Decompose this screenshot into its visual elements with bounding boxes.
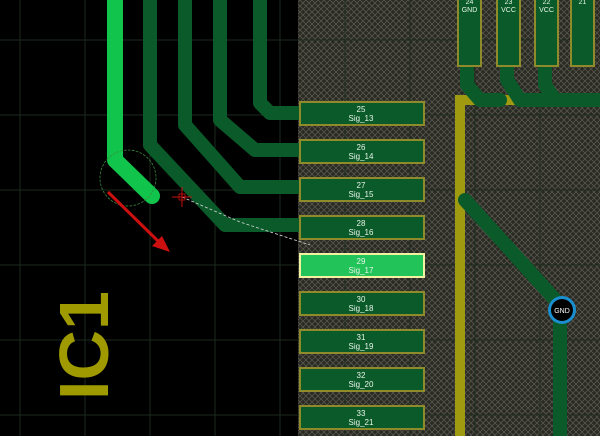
trace-sig-13 [253,0,307,120]
pad-net-label: VCC [539,7,554,14]
trace-sig-16 [143,0,307,232]
pad-net-label: Sig_18 [349,304,374,313]
pad-number: 22 [543,0,551,6]
pad-number: 21 [579,0,587,6]
pad-number: 31 [357,333,366,342]
svg-text:IC1: IC1 [45,291,123,400]
pad-number: 26 [357,143,366,152]
pad-net-label: Sig_17 [349,266,374,275]
silkscreen-designator: IC1 [45,291,123,400]
move-arrow-icon [106,190,170,252]
pad-net-label: Sig_16 [349,228,374,237]
pad-net-label: Sig_13 [349,114,374,123]
pad-number: 32 [357,371,366,380]
pad-net-label: VCC [501,7,516,14]
pad-number: 25 [357,105,366,114]
pad-number: 24 [466,0,474,6]
via-gnd[interactable]: GND [548,296,576,324]
pad-number: 28 [357,219,366,228]
cursor-crosshair [172,187,192,207]
signal-traces[interactable] [143,0,600,436]
pad-net-label: Sig_19 [349,342,374,351]
active-trace[interactable] [99,0,160,207]
trace-sig-15 [178,0,307,194]
pad-number: 23 [505,0,513,6]
pad-number: 30 [357,295,366,304]
header-pad-21[interactable]: 21 [570,0,595,67]
pad-net-label: Sig_21 [349,418,374,427]
ratsnest-line [181,196,311,246]
trace-sig-14 [213,0,307,157]
pad-net-label: Sig_14 [349,152,374,161]
pad-number: 29 [357,257,366,266]
pad-number: 33 [357,409,366,418]
pad-net-label: Sig_20 [349,380,374,389]
via-net-label: GND [554,308,570,315]
pad-net-label: GND [462,7,478,14]
pad-net-label: Sig_15 [349,190,374,199]
pad-number: 27 [357,181,366,190]
